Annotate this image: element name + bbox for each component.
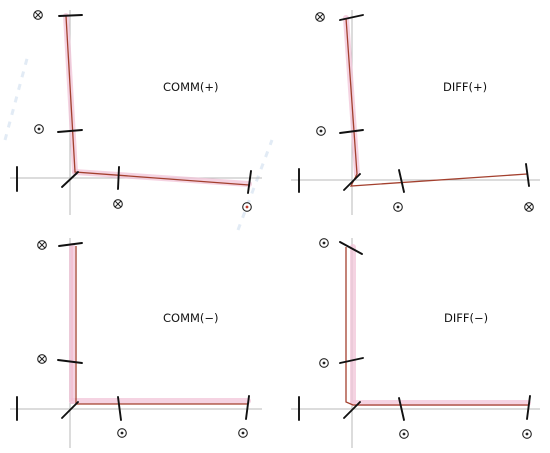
circled-dot-icon — [238, 428, 248, 438]
circled-cross-icon — [37, 354, 47, 364]
tick-mark — [61, 171, 79, 188]
circled-dot-icon — [34, 124, 44, 134]
tick-mark — [61, 401, 79, 419]
tick-mark — [58, 14, 83, 17]
circled-dot-icon — [319, 358, 329, 368]
tick-mark — [525, 163, 530, 187]
circled-cross-icon — [524, 202, 534, 212]
circled-cross-icon — [37, 240, 47, 250]
tick-mark — [526, 395, 531, 420]
circled-dot-icon — [319, 238, 329, 248]
tick-mark — [339, 14, 364, 21]
panel-label-diff-minus: DIFF(−) — [444, 311, 488, 325]
panel-comm-plus: COMM(+) — [3, 10, 274, 231]
circled-dot-icon — [117, 428, 127, 438]
tick-mark — [398, 169, 405, 193]
circled-cross-icon — [315, 12, 325, 22]
tick-mark — [339, 357, 364, 364]
trajectory-curve — [75, 246, 248, 405]
panel-label-comm-plus: COMM(+) — [163, 80, 219, 94]
panel-comm-minus: COMM(−) — [10, 238, 262, 448]
panel-label-comm-minus: COMM(−) — [163, 311, 219, 325]
panel-diff-plus: DIFF(+) — [291, 10, 540, 215]
tick-mark — [57, 129, 83, 133]
tick-mark — [57, 359, 83, 364]
tick-mark — [343, 401, 361, 419]
circled-cross-icon — [113, 199, 123, 209]
tick-mark — [58, 242, 83, 247]
faint-dash-decoration — [236, 139, 274, 231]
tick-mark — [117, 166, 120, 190]
circled-cross-icon — [33, 10, 43, 20]
panel-label-diff-plus: DIFF(+) — [443, 80, 487, 94]
faint-dash-decoration — [3, 54, 30, 141]
panel-diff-minus: DIFF(−) — [291, 238, 540, 448]
circled-dot-icon — [399, 429, 409, 439]
trajectory-curve — [65, 15, 250, 186]
tick-mark — [398, 397, 405, 421]
tick-mark — [117, 396, 122, 421]
tick-mark — [245, 395, 250, 420]
trajectory-curve — [345, 247, 528, 406]
circled-dot-icon — [522, 429, 532, 439]
circled-dot-icon — [242, 202, 252, 212]
tick-mark — [339, 129, 364, 134]
tick-mark — [343, 173, 361, 191]
circled-dot-icon — [393, 202, 403, 212]
tick-mark — [339, 241, 363, 255]
circled-dot-icon — [316, 126, 326, 136]
trajectory-curve — [345, 17, 528, 187]
tick-mark — [247, 170, 252, 194]
